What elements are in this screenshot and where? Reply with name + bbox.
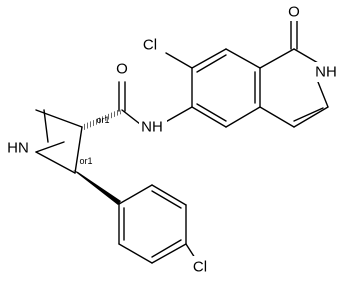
chlorophenyl-ring bbox=[118, 184, 196, 264]
atom-nh-lactam: NH bbox=[315, 64, 337, 81]
isoquinolinone-benzene-ring bbox=[191, 48, 261, 128]
atom-cl-top: Cl bbox=[143, 37, 157, 54]
bold-wedge-c4 bbox=[73, 170, 121, 205]
hashed-wedge-c3 bbox=[84, 109, 121, 130]
atom-o-carbonyl: O bbox=[116, 61, 128, 78]
atom-labels: Cl O O NH NH HN Cl or1 or1 bbox=[2, 3, 340, 276]
stereo-label-c4: or1 bbox=[79, 156, 92, 166]
atom-cl-bottom: Cl bbox=[193, 259, 207, 276]
pyrrolidine-ring bbox=[35, 109, 83, 174]
amide-group bbox=[118, 81, 141, 125]
atom-hn-ring: HN bbox=[7, 140, 29, 157]
atom-o-lactam: O bbox=[288, 4, 300, 21]
pyridinone-ring bbox=[259, 19, 329, 128]
stereo-label-c3: or1 bbox=[96, 115, 109, 125]
cl-bond-top bbox=[165, 52, 193, 69]
atom-nh-amide: NH bbox=[141, 119, 163, 136]
